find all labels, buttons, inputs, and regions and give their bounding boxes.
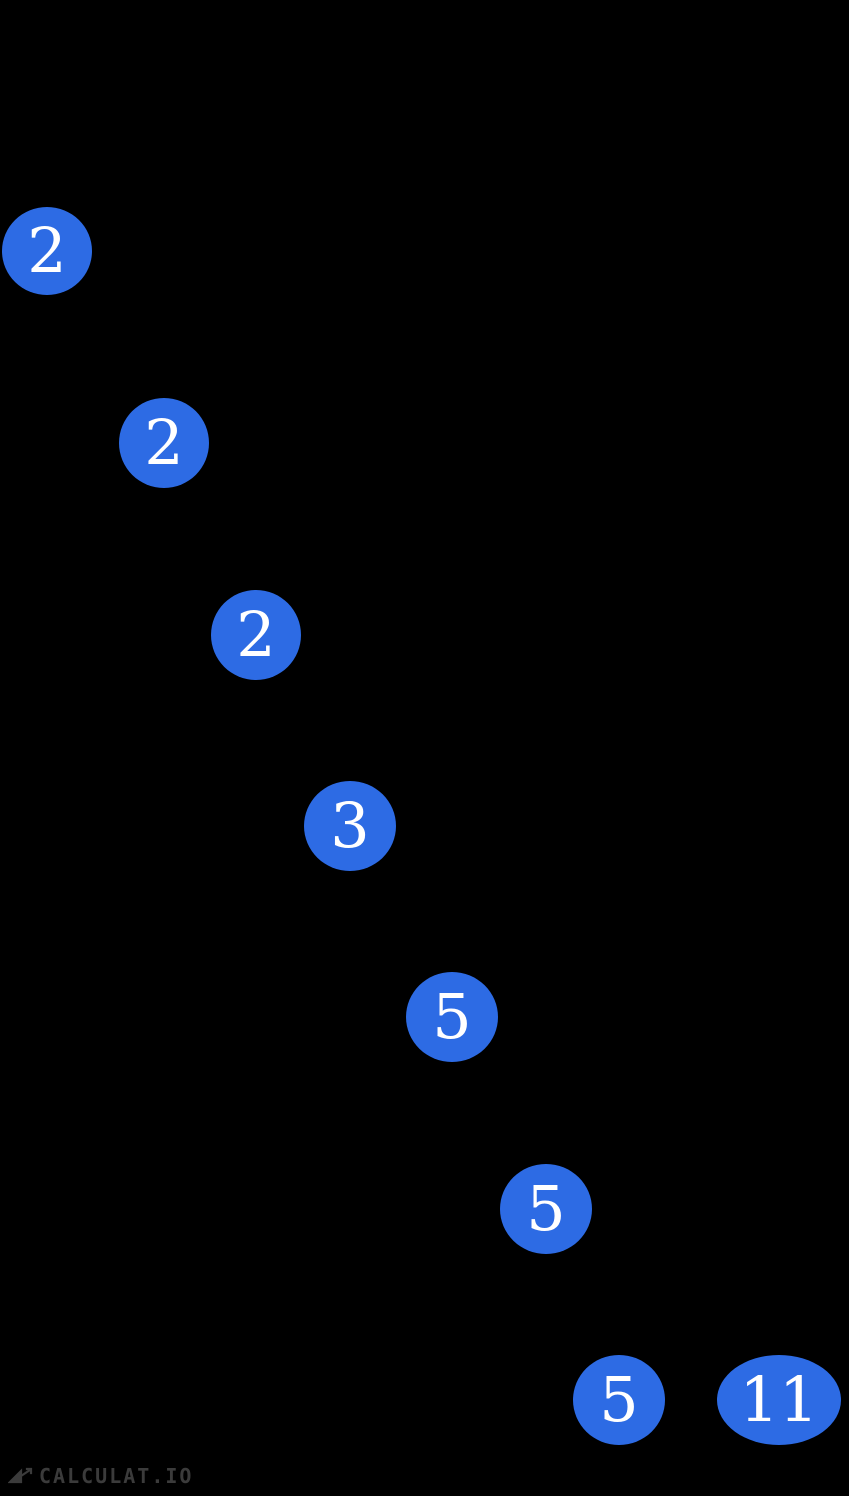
watermark-text: CALCULAT.IO [39,1464,194,1488]
factor-node-5: 5 [500,1164,592,1254]
factor-node-3: 3 [304,781,396,871]
factor-node-5: 5 [573,1355,665,1445]
factor-node-2: 2 [2,207,92,295]
calculatio-logo-icon [8,1467,33,1484]
factor-node-2: 2 [211,590,301,680]
factor-node-11: 11 [717,1355,841,1445]
calculatio-watermark: CALCULAT.IO [8,1464,193,1488]
factor-node-2: 2 [119,398,209,488]
factor-node-5: 5 [406,972,498,1062]
